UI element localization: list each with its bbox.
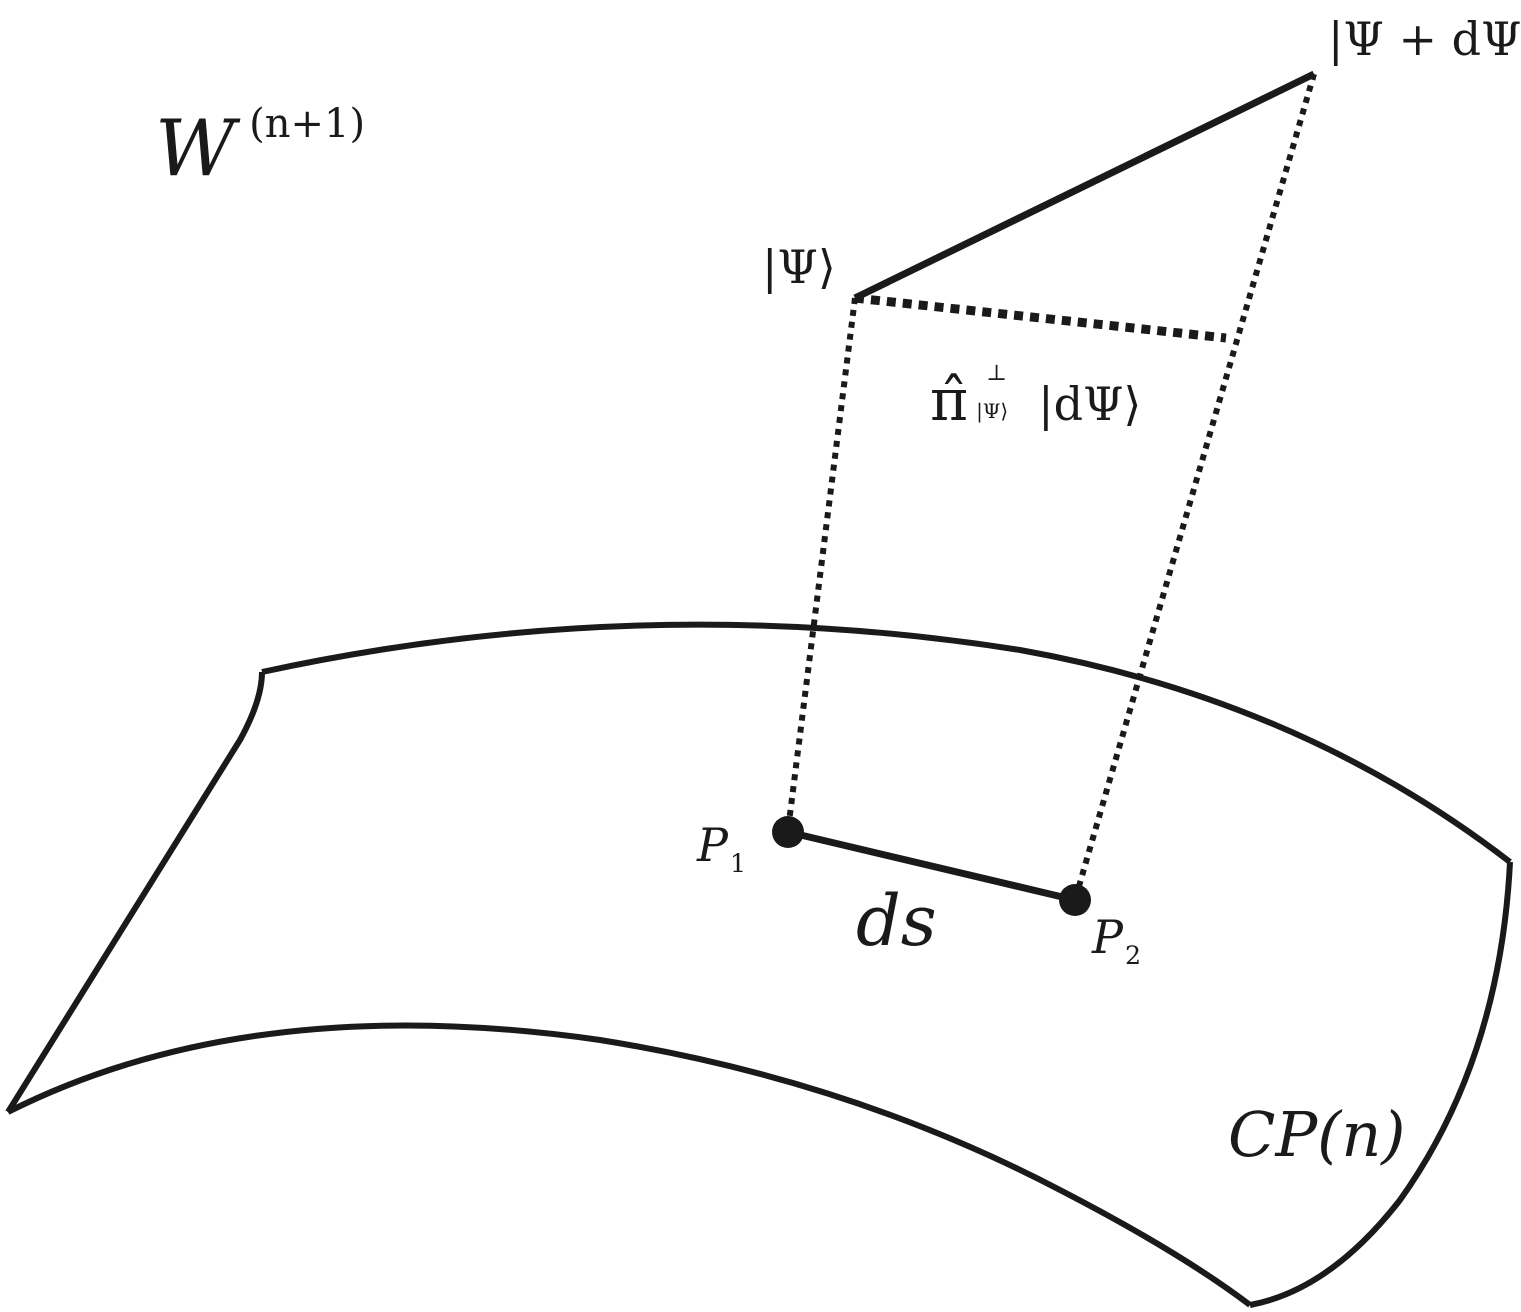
projector-label: π̂ ⊥ |Ψ⟩ |dΨ⟩ bbox=[930, 361, 1142, 434]
point-p1-base: P bbox=[697, 818, 728, 872]
state-psi-dpsi-text: |Ψ + dΨ⟩ bbox=[1328, 12, 1521, 66]
orthogonal-dotted-line bbox=[854, 293, 1227, 343]
projection-dotted-line-1 bbox=[785, 297, 858, 831]
manifold-left-edge bbox=[5, 671, 265, 1114]
point-p2-subscript: 2 bbox=[1124, 941, 1142, 971]
manifold-top-edge bbox=[261, 621, 1512, 865]
distance-label: ds bbox=[856, 880, 937, 962]
manifold-right-edge bbox=[1249, 861, 1513, 1308]
point-p2-dot bbox=[1059, 884, 1091, 916]
projection-dotted-line-2 bbox=[1072, 73, 1317, 901]
state-displacement-line bbox=[853, 70, 1316, 302]
state-psi-dpsi-label: |Ψ + dΨ⟩ bbox=[1328, 12, 1521, 66]
point-p1-label: P1 bbox=[697, 818, 746, 878]
projector-scripts: ⊥ |Ψ⟩ bbox=[968, 361, 1038, 425]
point-p1-subscript: 1 bbox=[729, 849, 747, 879]
geodesic-ds-line bbox=[787, 828, 1076, 904]
state-psi-label: |Ψ⟩ bbox=[762, 240, 836, 294]
point-p2-base: P bbox=[1092, 910, 1123, 964]
space-label-base: W bbox=[155, 104, 236, 194]
space-label-superscript: (n+1) bbox=[249, 101, 366, 147]
projector-subscript: |Ψ⟩ bbox=[976, 398, 1009, 423]
space-label: W (n+1) bbox=[155, 101, 366, 194]
point-p1-dot bbox=[772, 816, 804, 848]
projector-ket: |dΨ⟩ bbox=[1038, 377, 1142, 431]
point-p2-label: P2 bbox=[1092, 910, 1141, 970]
manifold-bottom-edge bbox=[6, 1022, 1252, 1308]
projector-superscript: ⊥ bbox=[986, 360, 1007, 386]
state-psi-text: |Ψ⟩ bbox=[762, 240, 836, 294]
projector-symbol: π̂ bbox=[930, 366, 969, 434]
manifold-label: CP(n) bbox=[1228, 1098, 1406, 1171]
